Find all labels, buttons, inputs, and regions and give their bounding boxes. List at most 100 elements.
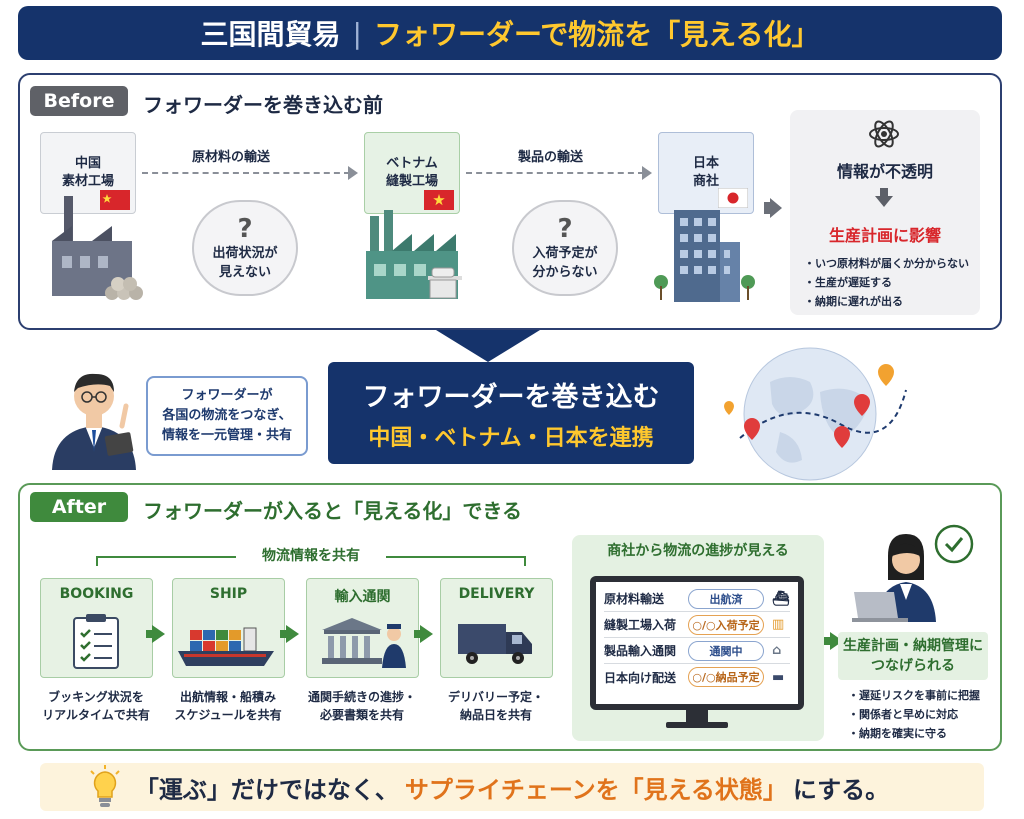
arrow-head-1 — [348, 166, 358, 180]
speech-line-2: 各国の物流をつなぎ、 — [162, 408, 292, 423]
banner-line-2: 中国・ベトナム・日本を連携 — [368, 425, 654, 451]
node-china-line2: 素材工場 — [61, 174, 114, 189]
monitor-row-sewing-arrival: 縫製工場入荷 ○/○入荷予定 ▥ — [604, 612, 790, 638]
after-tag: After — [30, 492, 128, 522]
step-arrow-2-stem — [280, 630, 288, 638]
clipboard-checklist-icon — [73, 614, 119, 669]
before-section — [18, 73, 1002, 330]
cloud2-line2: 分からない — [532, 265, 598, 280]
step-arrow-1 — [152, 625, 165, 643]
info-bullet-3: ・納期に遅れが出る — [804, 295, 903, 308]
row3-status-badge: 通関中 — [688, 640, 764, 661]
step-ship-cap1: 出航情報・船積み — [179, 690, 276, 704]
step-booking-caption: ブッキング状況を リアルタイムで共有 — [26, 688, 166, 724]
monitor-base — [666, 722, 728, 728]
share-bracket-label: 物流情報を共有 — [236, 542, 386, 568]
cloud1-line2: 見えない — [218, 265, 271, 280]
lightbulb-icon — [90, 765, 120, 807]
result-box: 生産計画・納期管理に つなげられる — [838, 632, 988, 680]
step-customs-cap2: 必要書類を共有 — [319, 708, 404, 722]
step-ship-caption: 出航情報・船積み スケジュールを共有 — [158, 688, 298, 724]
vietnam-factory-icon — [366, 210, 462, 299]
truck-icon: ▬ — [772, 669, 785, 685]
cloud2-line1: 入荷予定が — [532, 246, 598, 261]
step-delivery-caption: デリバリー予定・ 納品日を共有 — [426, 688, 566, 724]
monitor-row-product-customs: 製品輸入通関 通関中 ⌂ — [604, 638, 790, 664]
globe-network-icon — [724, 347, 907, 481]
step-arrow-2 — [286, 625, 299, 643]
businessman-avatar — [52, 373, 136, 470]
node-china-line1: 中国 — [74, 156, 101, 171]
row2-label: 縫製工場入荷 — [604, 618, 677, 632]
businesswoman-laptop-avatar — [852, 524, 974, 622]
factory-icon: ▥ — [772, 617, 785, 632]
row3-label: 製品輸入通関 — [604, 644, 677, 658]
arrow-head-2 — [642, 166, 652, 180]
cloud-arrival-schedule: ? 入荷予定が 分からない — [512, 200, 618, 296]
step-delivery-title: DELIVERY — [458, 586, 535, 602]
china-factory-icon — [52, 196, 143, 300]
delivery-truck-icon — [458, 624, 532, 664]
result-bullet-3: ・納期を確実に守る — [848, 727, 947, 740]
step-delivery-cap2: 納品日を共有 — [459, 708, 532, 722]
step-booking-cap2: リアルタイムで共有 — [42, 708, 150, 722]
down-arrow-icon — [875, 196, 893, 207]
row2-status-badge: ○/○入荷予定 — [688, 614, 764, 635]
monitor-heading: 商社から物流の進捗が見える — [607, 543, 789, 559]
container-ship-icon — [178, 627, 274, 666]
question-mark-icon: ? — [557, 214, 573, 244]
forwarder-banner: フォワーダーを巻き込む 中国・ベトナム・日本を連携 — [328, 362, 694, 464]
atom-icon — [869, 120, 899, 148]
impact-arrow-stem — [764, 202, 772, 214]
step-booking-cap1: ブッキング状況を — [48, 690, 144, 704]
node-japan-trading: 日本 商社 — [658, 132, 754, 214]
result-line-2: つなげられる — [871, 658, 955, 674]
step-ship-cap2: スケジュールを共有 — [174, 708, 282, 722]
arrow-line-1 — [142, 172, 350, 174]
result-line-1: 生産計画・納期管理に — [843, 638, 983, 654]
result-bullet-1: ・遅延リスクを事前に把握 — [848, 689, 980, 702]
forwarder-speech-bubble: フォワーダーが 各国の物流をつなぎ、 情報を一元管理・共有 — [146, 376, 308, 456]
info-bullet-2: ・生産が遅延する — [804, 276, 892, 289]
step-ship-title: SHIP — [209, 586, 248, 602]
before-tag: Before — [30, 86, 128, 116]
monitor-display: 原材料輸送 出航済 ⛴ 縫製工場入荷 ○/○入荷予定 ▥ 製品輸入通関 通関中 … — [596, 582, 798, 704]
row4-status-badge: ○/○納品予定 — [688, 667, 764, 687]
footer-part-2: サプライチェーンを「見える状態」 — [404, 775, 787, 804]
arrow-label-products: 製品の輸送 — [518, 150, 584, 165]
result-arrow-stem — [824, 637, 832, 645]
banner-line-1: フォワーダーを巻き込む — [362, 381, 660, 413]
step-delivery-cap1: デリバリー予定・ — [447, 690, 544, 704]
row4-label: 日本向け配送 — [604, 670, 677, 685]
footer-part-1: 「運ぶ」だけではなく、 — [134, 775, 399, 804]
step-customs-title: 輸入通関 — [334, 589, 391, 605]
footer-message-bar: 「運ぶ」だけではなく、 サプライチェーンを「見える状態」 にする。 — [40, 763, 984, 811]
step-arrow-1-stem — [146, 630, 154, 638]
arrow-line-2 — [466, 172, 644, 174]
step-customs-caption: 通関手続きの進捗・ 必要書類を共有 — [292, 688, 432, 724]
ship-icon: ⛴ — [772, 590, 790, 607]
page-title: 三国間貿易 | フォワーダーで物流を「見える化」 — [18, 6, 1002, 60]
step-customs-cap1: 通関手続きの進捗・ — [307, 690, 416, 704]
monitor-stand — [686, 710, 708, 724]
after-heading: フォワーダーが入ると「見える化」できる — [143, 499, 522, 523]
title-left: 三国間貿易 — [200, 18, 341, 51]
monitor-row-raw-materials: 原材料輸送 出航済 ⛴ — [604, 586, 790, 612]
down-pointer-triangle — [436, 330, 540, 362]
customs-office-icon — [322, 618, 406, 668]
speech-line-1: フォワーダーが — [181, 388, 273, 403]
japan-flag-icon — [718, 188, 748, 208]
down-arrow-stem — [880, 188, 888, 196]
node-vietnam-line2: 縫製工場 — [385, 174, 438, 189]
title-separator: | — [352, 16, 362, 50]
monitor-screen: 原材料輸送 出航済 ⛴ 縫製工場入荷 ○/○入荷予定 ▥ 製品輸入通関 通関中 … — [590, 576, 804, 710]
customs-icon: ⌂ — [772, 643, 782, 658]
row1-status-badge: 出航済 — [688, 588, 764, 609]
speech-line-3: 情報を一元管理・共有 — [161, 428, 292, 443]
node-japan-line2: 商社 — [692, 174, 719, 189]
node-japan-line1: 日本 — [692, 156, 719, 171]
cloud1-line1: 出荷状況が — [212, 246, 278, 261]
step-arrow-3 — [420, 625, 433, 643]
vietnam-flag-icon — [424, 190, 454, 210]
before-heading: フォワーダーを巻き込む前 — [143, 93, 383, 117]
